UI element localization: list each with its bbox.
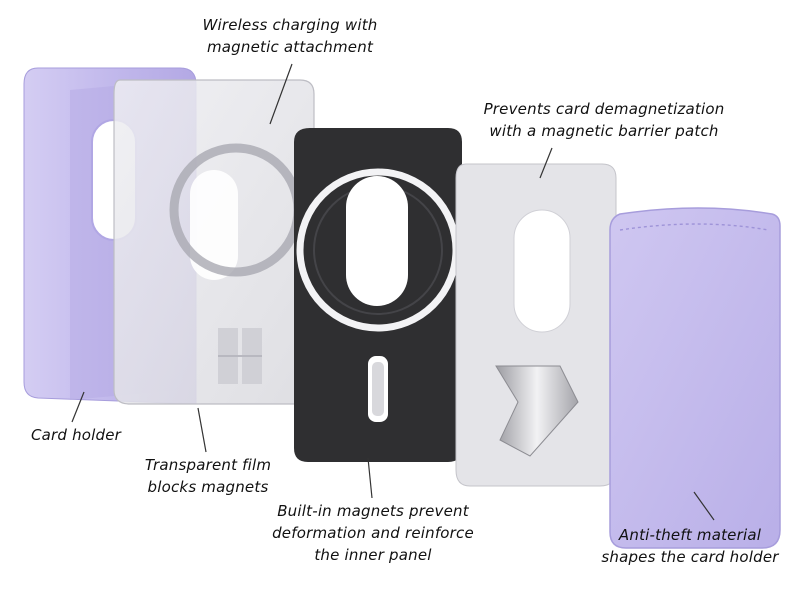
leader-card-holder <box>71 391 85 423</box>
leader-wireless <box>269 63 293 125</box>
label-anti-theft: Anti-theft material shapes the card hold… <box>590 524 790 568</box>
label-line: magnetic attachment <box>206 38 374 56</box>
label-wireless-charging: Wireless charging with magnetic attachme… <box>170 14 410 58</box>
label-card-holder: Card holder <box>16 424 136 446</box>
barrier-patch-layer <box>455 163 617 487</box>
magnet-panel-layer <box>294 128 462 462</box>
label-transparent-film: Transparent film blocks magnets <box>128 454 288 498</box>
label-line: Prevents card demagnetization <box>483 100 725 118</box>
label-line: Wireless charging with <box>202 16 378 34</box>
leader-magnets <box>367 457 373 499</box>
leader-antitheft <box>693 491 715 521</box>
leader-prevents <box>539 147 553 179</box>
anti-theft-pocket-layer <box>609 207 781 549</box>
label-line: Anti-theft material <box>618 526 762 544</box>
label-line: Built-in magnets prevent <box>277 502 469 520</box>
label-line: the inner panel <box>314 546 432 564</box>
transparent-film-layer <box>113 79 315 405</box>
label-line: Card holder <box>30 426 122 444</box>
label-prevents-demagnetization: Prevents card demagnetization with a mag… <box>454 98 754 142</box>
label-line: shapes the card holder <box>601 548 779 566</box>
label-line: blocks magnets <box>147 478 269 496</box>
label-line: with a magnetic barrier patch <box>489 122 719 140</box>
label-built-in-magnets: Built-in magnets prevent deformation and… <box>258 500 488 566</box>
label-line: deformation and reinforce <box>272 524 474 542</box>
leader-lines <box>71 63 715 521</box>
label-line: Transparent film <box>144 456 272 474</box>
leader-film <box>197 407 207 453</box>
